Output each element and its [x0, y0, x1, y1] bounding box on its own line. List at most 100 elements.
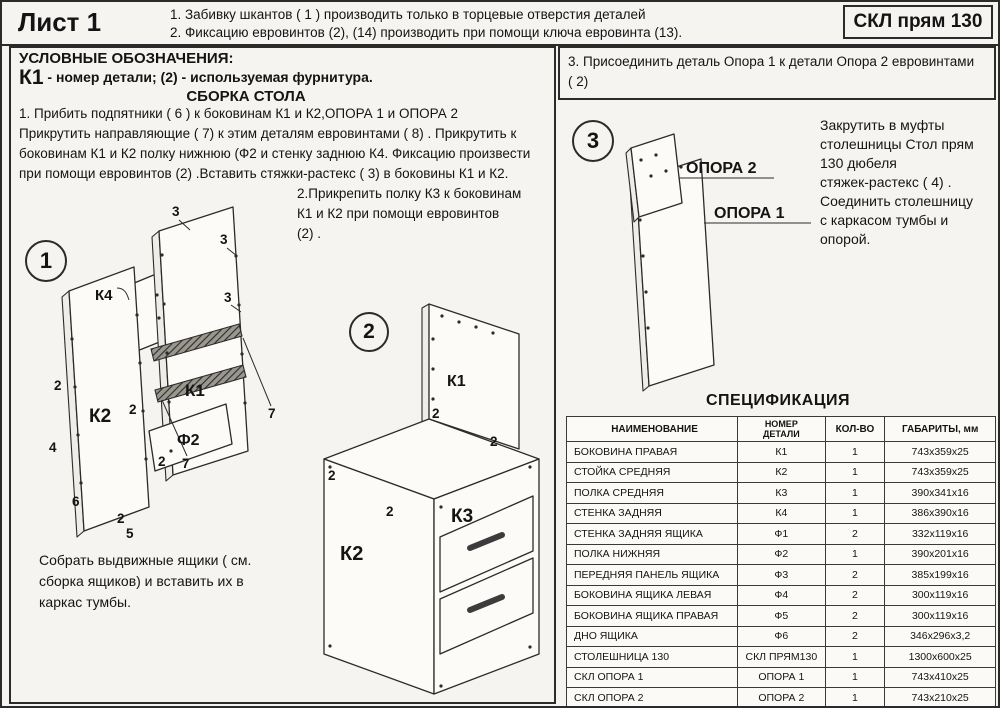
step-3-text: 3. Присоединить деталь Опора 1 к детали … [558, 46, 996, 100]
spec-dims: 346х296х3,2 [884, 625, 996, 647]
label-k3: К3 [451, 506, 473, 527]
callout-number: 2 [158, 454, 166, 469]
spec-name: СКЛ ОПОРА 1 [565, 666, 739, 688]
sheet-title: Лист 1 [18, 7, 102, 37]
spec-qty: 1 [824, 543, 886, 565]
spec-table-title: СПЕЦИФИКАЦИЯ [705, 392, 851, 409]
spec-header-qty: КОЛ-ВО [824, 416, 886, 442]
label-opora2: ОПОРА 2 [686, 160, 757, 177]
step-1-line: при помощи евровинтов (2) .Вставить стяж… [19, 166, 509, 181]
right-column: 3. Присоединить деталь Опора 1 к детали … [558, 46, 996, 706]
spec-part: К4 [737, 502, 826, 524]
step-2-badge: 2 [349, 312, 389, 352]
callout-number: 2 [117, 511, 125, 526]
legend-line: К1 - номер детали; (2) - используемая фу… [19, 66, 373, 90]
step-2-line: (2) . [297, 226, 322, 241]
spec-header-dims: ГАБАРИТЫ, мм [884, 416, 996, 442]
spec-dims: 743х359х25 [884, 461, 996, 483]
callout-number: 4 [49, 440, 57, 455]
drawer-assembly-note: Собрать выдвижные ящики ( см. сборка ящи… [39, 550, 294, 613]
spec-name: СКЛ ОПОРА 2 [565, 687, 739, 706]
spec-qty: 1 [824, 482, 886, 504]
leader-lines [679, 177, 811, 224]
drawer-note-line: сборка ящиков) и вставить их в [39, 573, 244, 589]
label-k1: К1 [185, 381, 205, 400]
spec-header-row: НАИМЕНОВАНИЕ НОМЕР ДЕТАЛИ КОЛ-ВО ГАБАРИТ… [565, 416, 996, 442]
spec-name: ПЕРЕДНЯЯ ПАНЕЛЬ ЯЩИКА [565, 564, 739, 586]
spec-name: БОКОВИНА ЯЩИКА ПРАВАЯ [565, 605, 739, 627]
callout-number: 2 [490, 434, 498, 449]
spec-dims: 386х390х16 [884, 502, 996, 524]
callout-number: 6 [72, 494, 80, 509]
spec-qty: 1 [824, 461, 886, 483]
spec-dims: 743х359х25 [884, 441, 996, 463]
header-note-1: 1. Забивку шкантов ( 1 ) производить тол… [170, 7, 646, 22]
step-1-badge: 1 [25, 240, 67, 282]
label-opora1: ОПОРА 1 [714, 205, 785, 222]
spec-dims: 390х201х16 [884, 543, 996, 565]
diagram-supports: ОПОРА 2 ОПОРА 1 [625, 133, 811, 392]
spec-name: БОКОВИНА ПРАВАЯ [565, 441, 739, 463]
instructions-panel: УСЛОВНЫЕ ОБОЗНАЧЕНИЯ: К1 - номер детали;… [9, 46, 556, 704]
panel-k1 [428, 303, 520, 450]
spec-part: К2 [737, 461, 826, 483]
assembly-title: СБОРКА СТОЛА [186, 88, 306, 105]
tabletop-note-line: Закрутить в муфты [820, 117, 945, 133]
step-1-line: Прикрутить направляющие ( 7) к этим дета… [19, 126, 517, 141]
step-1-text: 1. Прибить подпятники ( 6 ) к боковинам … [19, 104, 553, 184]
header-bar: Лист 1 1. Забивку шкантов ( 1 ) производ… [2, 2, 998, 46]
panel-k1-edge [421, 303, 430, 424]
spec-dims: 300х119х16 [884, 584, 996, 606]
spec-name: ПОЛКА СРЕДНЯЯ [565, 482, 739, 504]
spec-dims: 385х199х16 [884, 564, 996, 586]
spec-name: СТОЙКА СРЕДНЯЯ [565, 461, 739, 483]
spec-part: К1 [737, 441, 826, 463]
callout-number: 2 [54, 378, 62, 393]
step-2-text: 2.Прикрепить полку К3 к боковинам К1 и К… [297, 184, 555, 244]
spec-header-name: НАИМЕНОВАНИЕ [565, 416, 739, 442]
step-3-line: ( 2) [568, 74, 589, 89]
spec-name: ПОЛКА НИЖНЯЯ [565, 543, 739, 565]
spec-qty: 1 [824, 666, 886, 688]
callout-number: 2 [328, 468, 336, 483]
drawer-note-line: каркас тумбы. [39, 594, 131, 610]
legend-part-description: - номер детали; (2) - используемая фурни… [43, 69, 373, 85]
step-3-line: 3. Присоединить деталь Опора 1 к детали … [568, 54, 975, 69]
panel-f2 [148, 403, 233, 472]
callout-number: 3 [172, 204, 180, 219]
spec-part: Ф6 [737, 625, 826, 647]
callout-number: 5 [126, 526, 134, 541]
spec-qty: 2 [824, 625, 886, 647]
callout-number: 7 [182, 456, 190, 471]
tabletop-note-line: с каркасом тумбы и [820, 212, 949, 228]
spec-part: ОПОРА 1 [737, 666, 826, 688]
hole-dots [328, 314, 532, 688]
spec-qty: 1 [824, 502, 886, 524]
spec-dims: 390х341х16 [884, 482, 996, 504]
step-2-line: 2.Прикрепить полку К3 к боковинам [297, 186, 522, 201]
legend-title: УСЛОВНЫЕ ОБОЗНАЧЕНИЯ: [19, 50, 234, 67]
header-note-2: 2. Фиксацию евровинтов (2), (14) произво… [170, 25, 683, 40]
tabletop-note-line: Соединить столешницу [820, 193, 974, 209]
spec-part: Ф3 [737, 564, 826, 586]
header-notes: 1. Забивку шкантов ( 1 ) производить тол… [170, 6, 682, 42]
spec-table: НАИМЕНОВАНИЕ НОМЕР ДЕТАЛИ КОЛ-ВО ГАБАРИТ… [565, 416, 996, 706]
label-f2: Ф2 [177, 432, 200, 449]
spec-dims: 743х410х25 [884, 666, 996, 688]
spec-part: СКЛ ПРЯМ130 [737, 646, 826, 668]
tabletop-note: Закрутить в муфты столешницы Стол прям 1… [820, 116, 992, 249]
drawer-slide-top [150, 323, 243, 362]
spec-name: СТЕНКА ЗАДНЯЯ [565, 502, 739, 524]
label-k2: К2 [340, 543, 363, 565]
spec-name: СТОЛЕШНИЦА 130 [565, 646, 739, 668]
hole-dots [638, 153, 683, 330]
spec-header-part: НОМЕР ДЕТАЛИ [737, 416, 826, 442]
callout-number: 2 [432, 406, 440, 421]
